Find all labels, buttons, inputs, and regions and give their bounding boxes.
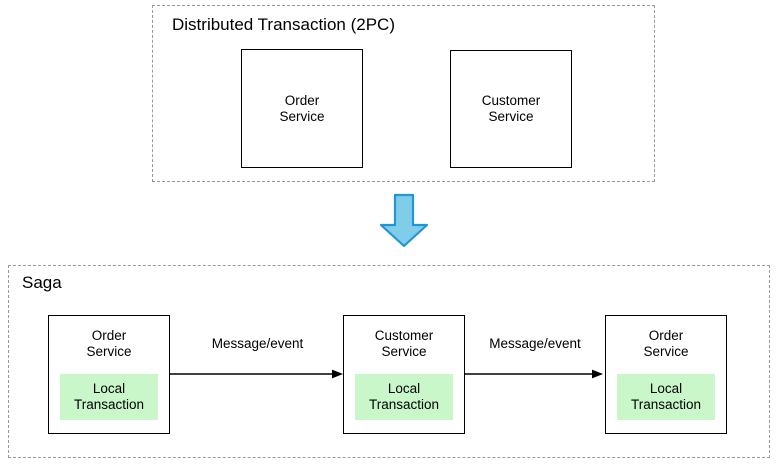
top-customer-service-label: Customer Service [481,93,541,124]
message-event-label-1: Message/event [211,336,304,351]
distributed-transaction-title: Distributed Transaction (2PC) [172,15,395,34]
distributed-transaction-group [152,5,655,182]
saga-customer-service-label: Customer Service [374,328,434,359]
down-block-arrow-icon [378,193,430,248]
top-order-service-box[interactable]: Order Service [241,49,363,168]
saga-group [8,265,770,458]
top-order-service-label: Order Service [279,92,325,124]
saga-order-service-label-1: Order Service [86,328,132,359]
local-transaction-label-1: Local Transaction [73,381,145,412]
saga-order-service-box-1[interactable]: Order Service Local Transaction [48,315,170,434]
local-transaction-block-2: Local Transaction [355,374,453,420]
message-event-connector-1 [170,366,345,382]
top-customer-service-box[interactable]: Customer Service [450,50,572,168]
local-transaction-label-2: Local Transaction [368,381,440,412]
local-transaction-block-1: Local Transaction [60,374,158,420]
message-event-connector-2 [465,366,605,382]
saga-title: Saga [22,273,62,292]
saga-order-service-label-2: Order Service [643,328,689,359]
local-transaction-block-3: Local Transaction [617,374,715,420]
saga-order-service-box-2[interactable]: Order Service Local Transaction [605,315,727,434]
message-event-label-2: Message/event [489,336,581,351]
local-transaction-label-3: Local Transaction [630,381,702,412]
saga-customer-service-box[interactable]: Customer Service Local Transaction [343,315,465,434]
